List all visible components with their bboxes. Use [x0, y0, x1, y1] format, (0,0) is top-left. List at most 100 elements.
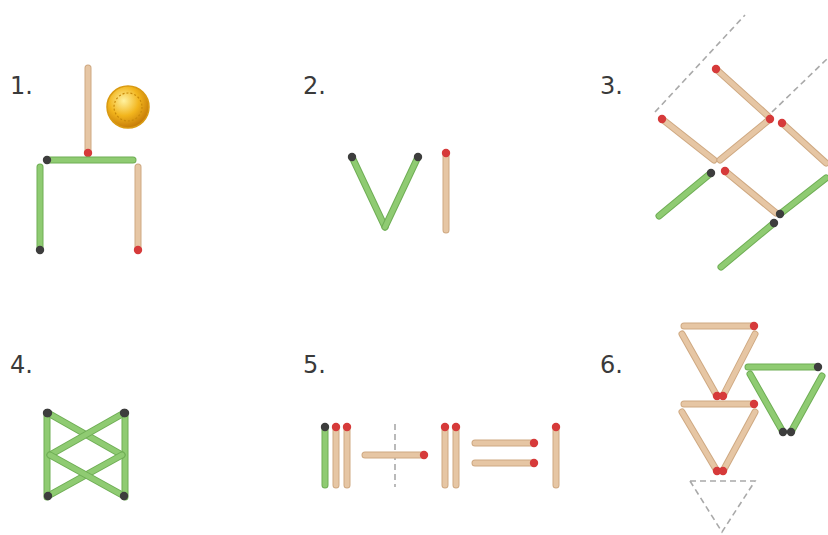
match-head: [120, 492, 128, 500]
match-head: [43, 409, 51, 417]
dashed-guides: [395, 15, 828, 532]
match-stick-outline: [475, 460, 534, 467]
puzzle-number: 3.: [600, 74, 623, 98]
puzzle-number: 2.: [303, 74, 326, 98]
match-stick: [385, 157, 418, 227]
match-stick-outline: [750, 374, 783, 432]
dashed-guide: [772, 58, 828, 112]
match-stick: [50, 413, 124, 455]
match-stick-outline: [443, 153, 450, 230]
match-head: [414, 153, 422, 161]
dashed-guide: [690, 481, 755, 532]
match-head: [332, 423, 340, 431]
match-stick: [136, 167, 141, 250]
matchstick: [321, 423, 329, 485]
matchstick: [658, 115, 714, 160]
match-stick-outline: [50, 455, 124, 496]
match-stick-outline: [723, 412, 755, 471]
matchstick: [348, 153, 385, 227]
match-stick: [748, 365, 818, 370]
match-head: [712, 65, 720, 73]
match-stick-outline: [682, 334, 717, 396]
match-stick-outline: [662, 119, 714, 160]
match-stick-outline: [333, 427, 340, 485]
coin-rim: [114, 93, 142, 121]
matchstick: [475, 459, 538, 467]
match-head: [442, 149, 450, 157]
match-stick: [750, 374, 783, 432]
match-head: [779, 428, 787, 436]
matchstick: [721, 167, 776, 213]
match-stick: [334, 427, 339, 485]
match-stick-outline: [365, 452, 424, 459]
match-stick: [475, 461, 534, 466]
match-head: [770, 219, 778, 227]
match-stick: [682, 412, 717, 471]
puzzle-number: 5.: [303, 353, 326, 377]
match-stick-outline: [453, 427, 460, 485]
match-head: [719, 467, 727, 475]
matchstick: [684, 322, 758, 330]
matchstick: [787, 376, 822, 436]
match-head: [658, 115, 666, 123]
matchstick: [750, 374, 787, 436]
match-head: [778, 119, 786, 127]
match-stick-outline: [344, 427, 351, 485]
match-head: [44, 409, 52, 417]
matchstick: [776, 178, 826, 218]
match-stick: [782, 123, 826, 163]
match-stick-outline: [85, 68, 92, 153]
match-stick: [780, 178, 826, 214]
match-stick: [791, 376, 822, 432]
matchstick: [332, 423, 340, 485]
match-stick: [684, 402, 754, 407]
matchstick: [442, 149, 450, 230]
matchstick: [778, 119, 826, 163]
match-stick-outline: [322, 427, 329, 485]
puzzle-number: 6.: [600, 353, 623, 377]
match-head: [120, 409, 128, 417]
match-stick-outline: [782, 123, 826, 163]
puzzle-number: 1.: [10, 74, 33, 98]
match-head: [348, 153, 356, 161]
match-stick-outline: [352, 157, 385, 227]
match-head: [134, 246, 142, 254]
match-head: [721, 167, 729, 175]
match-stick-outline: [659, 173, 711, 216]
matchstick: [452, 423, 460, 485]
matchstick: [50, 455, 128, 500]
match-head: [787, 428, 795, 436]
matchstick: [36, 167, 44, 254]
matchstick: [343, 423, 351, 485]
match-stick-outline: [684, 401, 754, 408]
match-head: [707, 169, 715, 177]
match-head: [530, 439, 538, 447]
match-head: [719, 392, 727, 400]
match-head: [552, 423, 560, 431]
matchstick: [365, 451, 428, 459]
match-head: [530, 459, 538, 467]
match-stick-outline: [780, 178, 826, 214]
match-stick-outline: [50, 413, 124, 455]
match-stick-outline: [748, 364, 818, 371]
match-stick: [454, 427, 459, 485]
match-stick-outline: [682, 412, 717, 471]
match-stick: [86, 68, 91, 153]
match-head: [84, 149, 92, 157]
match-stick: [723, 412, 755, 471]
matchstick: [748, 363, 822, 371]
match-head: [750, 400, 758, 408]
matchstick: [682, 334, 721, 400]
matchstick: [552, 423, 560, 485]
matchstick: [134, 167, 142, 254]
match-head: [321, 423, 329, 431]
match-stick-outline: [37, 167, 44, 250]
match-stick: [662, 119, 714, 160]
match-head: [36, 246, 44, 254]
match-head: [44, 492, 52, 500]
match-head: [766, 115, 774, 123]
match-head: [420, 451, 428, 459]
match-stick: [659, 173, 711, 216]
